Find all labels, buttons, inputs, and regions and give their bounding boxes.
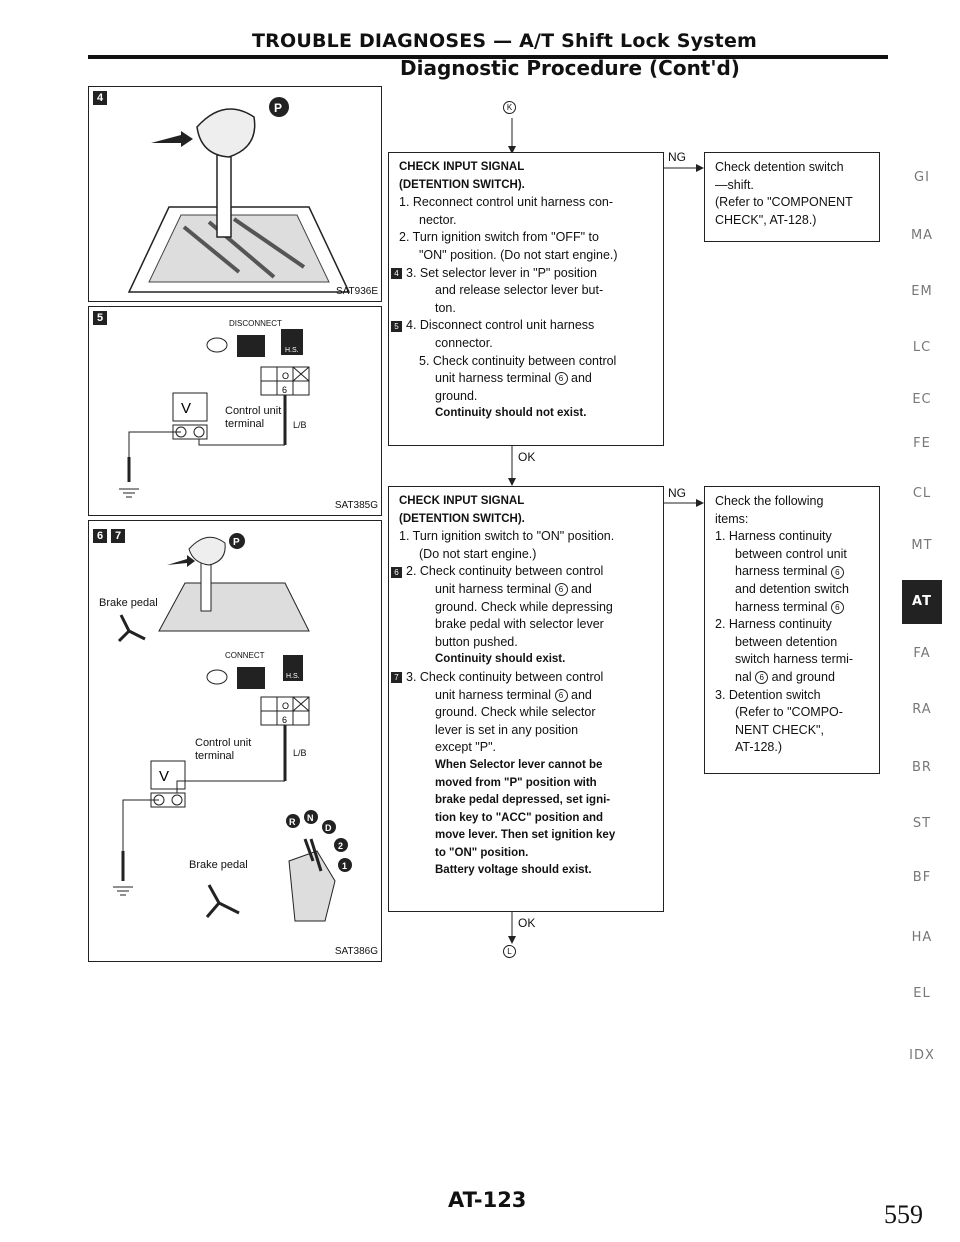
svg-text:2: 2: [338, 841, 343, 851]
continuity-diagram-5: H.S. O 6 V: [119, 329, 310, 498]
side-tab-em[interactable]: EM: [911, 284, 933, 299]
side-tab-st[interactable]: ST: [912, 816, 932, 831]
selector-lever-illustration: P: [127, 97, 351, 293]
hs-label: H.S.: [285, 347, 299, 354]
ng-label-2: NG: [668, 486, 686, 500]
figure-5-panel: 5 DISCONNECT H.S. O 6 V Control unit ter…: [88, 306, 382, 516]
ng-label-1: NG: [668, 150, 686, 164]
step-mark-6: 6: [391, 566, 402, 578]
control-unit-terminal-label: Control unit terminal: [195, 737, 252, 762]
side-tab-br[interactable]: BR: [912, 760, 932, 775]
figure-5-code: SAT385G: [334, 500, 378, 511]
figure-6-7-code: SAT386G: [334, 946, 378, 957]
check-box-2: CHECK INPUT SIGNAL (DETENTION SWITCH). 1…: [388, 486, 664, 912]
side-tab-at[interactable]: AT: [902, 580, 942, 624]
disconnect-label: DISCONNECT: [229, 319, 282, 328]
figure-5-label: 5: [93, 311, 107, 325]
figure-4-code: SAT936E: [335, 286, 378, 297]
side-tab-idx[interactable]: IDX: [909, 1048, 935, 1063]
side-tab-fe[interactable]: FE: [913, 436, 931, 451]
step-mark-5: 5: [391, 320, 402, 332]
flow-end-marker: L: [503, 944, 516, 959]
check-box-1: CHECK INPUT SIGNAL (DETENTION SWITCH). 1…: [388, 152, 664, 446]
ok-label-1: OK: [518, 450, 536, 464]
svg-text:1: 1: [342, 861, 347, 871]
svg-text:H.S.: H.S.: [286, 673, 300, 680]
side-tab-el[interactable]: EL: [913, 986, 931, 1001]
svg-text:D: D: [325, 823, 332, 833]
brake-pedal-label-top: Brake pedal: [99, 597, 158, 609]
side-tab-ra[interactable]: RA: [912, 702, 932, 717]
brake-pedal-label-bottom: Brake pedal: [189, 859, 248, 871]
page-subtitle: Diagnostic Procedure (Cont'd): [400, 56, 740, 80]
svg-text:O: O: [282, 371, 289, 381]
wire-color-label: L/B: [293, 748, 307, 758]
side-tab-gi[interactable]: GI: [914, 170, 930, 185]
side-tab-lc[interactable]: LC: [912, 340, 932, 355]
step-mark-4: 4: [391, 267, 402, 279]
svg-text:V: V: [181, 400, 191, 417]
page-number: 559: [884, 1200, 923, 1229]
figure-6-7-panel: 6 7 Brake pedal CONNECT Brake pedal P H.…: [88, 520, 382, 962]
wire-color-label: L/B: [293, 420, 307, 430]
svg-text:R: R: [289, 817, 296, 827]
ng-box-2: Check the following items: 1. Harness co…: [704, 486, 880, 774]
svg-text:6: 6: [282, 385, 287, 395]
ok-label-2: OK: [518, 916, 536, 930]
side-tab-mt[interactable]: MT: [911, 538, 933, 553]
figure-6-label: 6: [93, 529, 107, 543]
side-tab-cl[interactable]: CL: [912, 486, 932, 501]
side-tab-bf[interactable]: BF: [912, 870, 932, 885]
svg-text:N: N: [307, 813, 314, 823]
control-unit-terminal-label: Control unit terminal: [225, 405, 282, 430]
page-title: TROUBLE DIAGNOSES — A/T Shift Lock Syste…: [252, 30, 758, 52]
svg-text:P: P: [233, 537, 240, 548]
step-mark-7: 7: [391, 672, 402, 684]
figure-7-label: 7: [111, 529, 125, 543]
continuity-diagram-6-7: P H.S. O 6 V R N D 2: [113, 533, 352, 922]
figure-4-panel: 4 P SAT936E: [88, 86, 382, 302]
header-rule: [88, 55, 888, 59]
side-tab-ha[interactable]: HA: [911, 930, 933, 945]
side-tab-ma[interactable]: MA: [910, 228, 934, 243]
callout-p: P: [274, 101, 282, 115]
side-tab-fa[interactable]: FA: [913, 646, 931, 661]
ng-box-1: Check detention switch —shift. (Refer to…: [704, 152, 880, 242]
figure-4-label: 4: [93, 91, 107, 105]
connect-label: CONNECT: [225, 651, 265, 660]
svg-text:V: V: [159, 768, 169, 785]
svg-text:O: O: [282, 701, 289, 711]
section-page-code: AT-123: [448, 1188, 527, 1212]
side-tab-ec[interactable]: EC: [912, 392, 932, 407]
flow-start-marker: K: [503, 100, 516, 115]
svg-text:6: 6: [282, 715, 287, 725]
